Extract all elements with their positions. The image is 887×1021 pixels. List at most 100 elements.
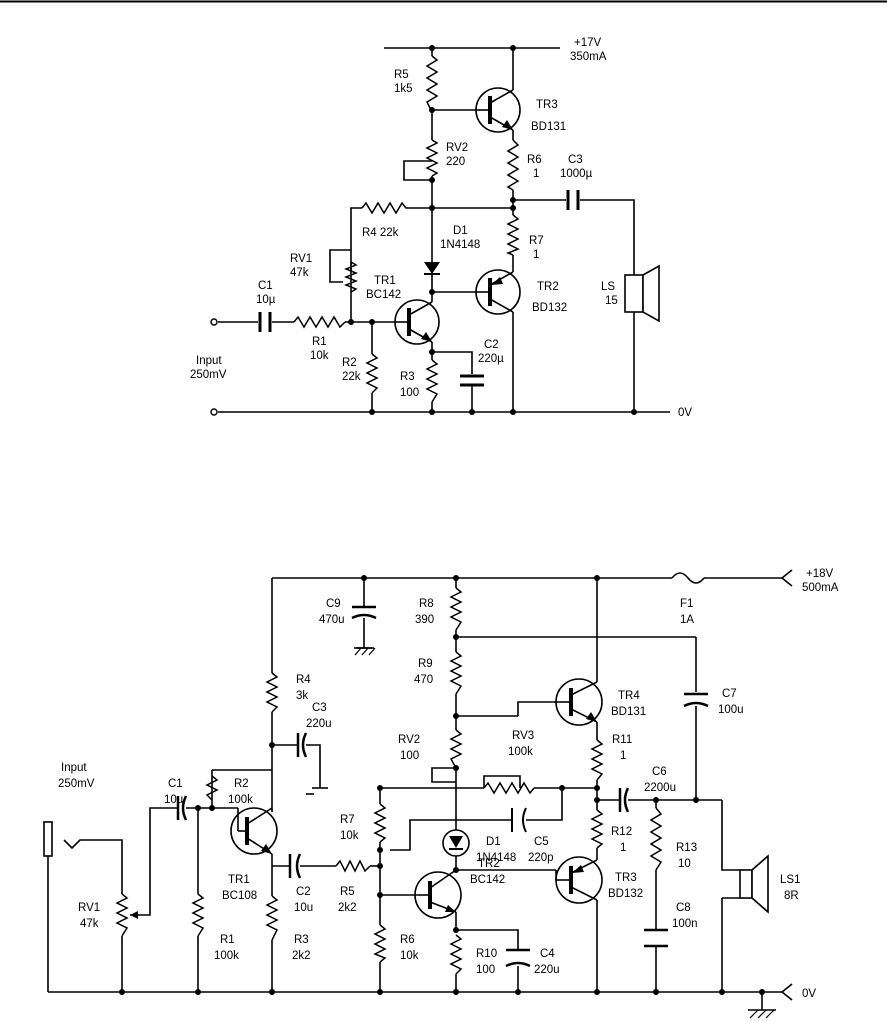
c2-r7-resistor [373, 803, 387, 843]
c2-c4-capacitor [505, 948, 531, 968]
c2-r5-ref: R5 [340, 886, 355, 898]
c2-tr4-ref: TR4 [618, 690, 640, 702]
c2-tr1-transistor [230, 807, 278, 855]
c2-r3-resistor [265, 895, 279, 941]
c2-r8-value: 390 [415, 614, 434, 626]
c2-tr4-value: BD131 [611, 706, 646, 718]
c1-rv1-value: 47k [290, 267, 309, 279]
c2-r5-resistor [335, 859, 371, 873]
c1-r1-ref: R1 [312, 336, 327, 348]
c2-tr2-value: BC142 [470, 874, 505, 886]
c2-c8-capacitor [644, 928, 668, 948]
c1-input-terminal [210, 318, 218, 416]
c1-tr1-transistor [394, 299, 440, 345]
c2-tr1-ref: TR1 [228, 874, 250, 886]
c2-c9-capacitor [351, 605, 377, 620]
c2-r11-value: 1 [620, 750, 626, 762]
c2-tr3-transistor [555, 856, 603, 904]
circuit-2-junctions [119, 575, 765, 995]
c2-c1-value: 10u [164, 794, 183, 806]
c2-c9-ref: C9 [326, 598, 341, 610]
c2-supply-current: 500mA [802, 582, 839, 594]
c2-c9-value: 470u [319, 614, 345, 626]
c1-r5-ref: R5 [394, 69, 409, 81]
c2-tr4-transistor [555, 678, 603, 726]
c2-rv2-resistor [449, 729, 463, 769]
c2-c7-value: 100u [718, 704, 744, 716]
c2-c5-ref: C5 [534, 836, 549, 848]
c2-r13-ref: R13 [676, 842, 697, 854]
c1-d1-value: 1N4148 [440, 239, 480, 251]
circuit-2-wires [47, 569, 793, 1010]
c1-supply-current: 350mA [570, 51, 607, 63]
c2-d1-diode [442, 829, 470, 857]
c2-r10-resistor [449, 934, 463, 975]
c2-r7-value: 10k [340, 830, 359, 842]
c2-c7-ref: C7 [722, 688, 737, 700]
c2-rv3-value: 100k [508, 746, 533, 758]
c2-r12-resistor [590, 809, 604, 849]
c2-r1-resistor [191, 893, 205, 937]
c2-d1-ref: D1 [486, 836, 501, 848]
c2-c6-capacitor [618, 787, 630, 813]
c2-d1-value: 1N4148 [476, 852, 516, 864]
c2-ls1-value: 8R [784, 890, 799, 902]
c1-tr3-transistor [475, 87, 521, 133]
c1-rv1-ref: RV1 [290, 253, 312, 265]
c2-c3-ref: C3 [312, 702, 327, 714]
c2-r5-value: 2k2 [338, 902, 357, 914]
c1-r7-value: 1 [533, 249, 539, 261]
c2-r3-ref: R3 [294, 934, 309, 946]
c2-c8-ref: C8 [676, 902, 691, 914]
c1-r3-ref: R3 [400, 371, 415, 383]
c2-f1-value: 1A [680, 614, 694, 626]
c1-rv2-value: 220 [446, 156, 465, 168]
c2-r13-value: 10 [678, 858, 691, 870]
c1-r4-ref: R4 22k [362, 227, 399, 239]
c2-c2-value: 10u [294, 902, 313, 914]
c1-r3-resistor [425, 359, 439, 403]
c1-r4-resistor [361, 201, 410, 215]
c1-c1-capacitor [258, 312, 272, 332]
circuit-1-labels: +17V 350mA R5 1k5 TR3 BD131 RV2 220 R6 1… [190, 37, 692, 419]
c1-rv1-resistor [343, 261, 359, 293]
c2-c8-value: 100n [672, 918, 698, 930]
c1-tr1-value: BC142 [366, 289, 401, 301]
c1-r2-value: 22k [342, 371, 361, 383]
c2-r2-resistor [205, 775, 219, 801]
c1-c3-capacitor [566, 190, 580, 210]
c1-r1-resistor [293, 315, 346, 329]
c1-c1-value: 10µ [256, 294, 276, 306]
c2-c3-capacitor [296, 732, 308, 758]
c1-d1-diode [424, 262, 440, 275]
c2-rv3-resistor [483, 781, 535, 795]
c1-r6-resistor [506, 139, 520, 191]
c2-input-level: 250mV [58, 778, 95, 790]
c1-r1-value: 10k [310, 350, 329, 362]
c2-tr3-ref: TR3 [615, 872, 637, 884]
c2-c3-value: 220u [306, 718, 332, 730]
c2-rv3-ref: RV3 [512, 730, 534, 742]
c2-r4-value: 3k [296, 690, 308, 702]
c2-r11-resistor [590, 739, 604, 781]
c2-rv1-wiper-arrow [130, 911, 138, 919]
c2-c5-capacitor [511, 807, 527, 833]
c1-input-label: Input [196, 355, 222, 367]
c1-r7-resistor [505, 214, 520, 256]
c2-input-label: Input [61, 762, 87, 774]
c2-tr2-transistor [414, 869, 462, 919]
c1-r6-value: 1 [533, 168, 539, 180]
c1-c2-ref: C2 [484, 339, 499, 351]
c2-r10-ref: R10 [476, 948, 497, 960]
c2-c6-ref: C6 [652, 766, 667, 778]
c1-c1-ref: C1 [258, 280, 273, 292]
c1-ls-speaker [624, 264, 660, 323]
c2-r1-value: 100k [214, 950, 239, 962]
c2-r9-ref: R9 [418, 658, 433, 670]
c2-c6-value: 2200u [644, 782, 676, 794]
c2-ground-label: 0V [802, 988, 816, 1000]
c2-r13-resistor [649, 807, 663, 871]
circuit-2-labels: +18V 500mA C9 470u R8 390 F1 1A R9 470 R… [58, 568, 839, 1000]
c1-rv2-resistor [425, 139, 439, 177]
